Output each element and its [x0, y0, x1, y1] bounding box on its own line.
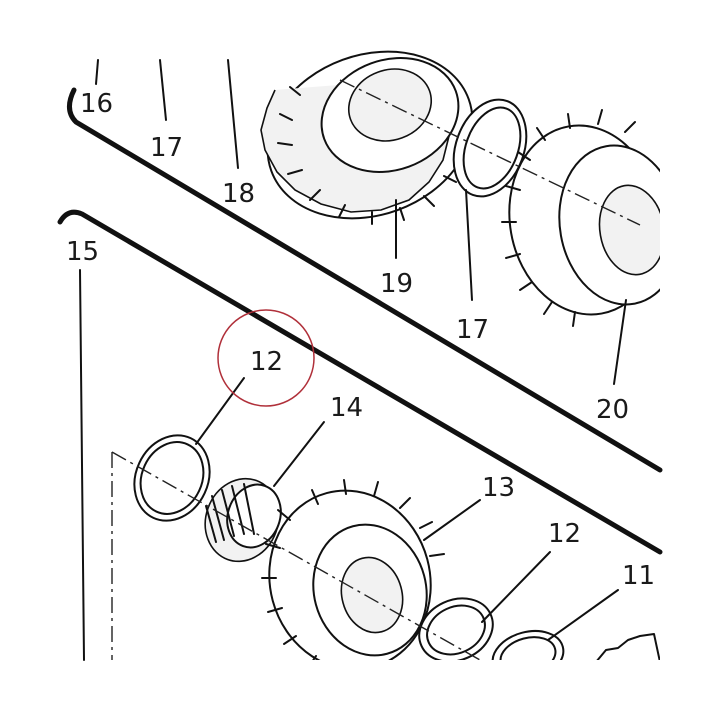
- callout-11: 11: [622, 561, 655, 591]
- callout-15: 15: [66, 237, 99, 267]
- callout-18: 18: [222, 179, 255, 209]
- callout-13: 13: [482, 473, 515, 503]
- needle-bearing-14: [204, 477, 282, 563]
- leader-lines: [79, 59, 627, 661]
- section-divider-lower: [57, 209, 663, 555]
- section-divider-upper: [67, 87, 663, 473]
- callout-12-highlighted: 12: [250, 347, 283, 377]
- gear-19: [260, 50, 474, 225]
- ring-12-left: [133, 434, 211, 522]
- gear-20: [501, 109, 660, 327]
- gear-partial-bottom-right: [596, 633, 660, 660]
- center-axis-lower: [111, 451, 481, 660]
- center-axis-upper: [339, 79, 641, 226]
- callout-12-right: 12: [548, 519, 581, 549]
- callout-17-top-left: 17: [150, 133, 183, 163]
- callout-17-middle: 17: [456, 315, 489, 345]
- callout-19: 19: [380, 269, 413, 299]
- callout-20: 20: [596, 395, 629, 425]
- gear-13: [261, 479, 445, 660]
- callout-16: 16: [80, 89, 113, 119]
- ring-17-upper: [452, 98, 528, 198]
- callout-14: 14: [330, 393, 363, 423]
- highlight-circle: [217, 309, 315, 407]
- ring-11: [491, 630, 565, 660]
